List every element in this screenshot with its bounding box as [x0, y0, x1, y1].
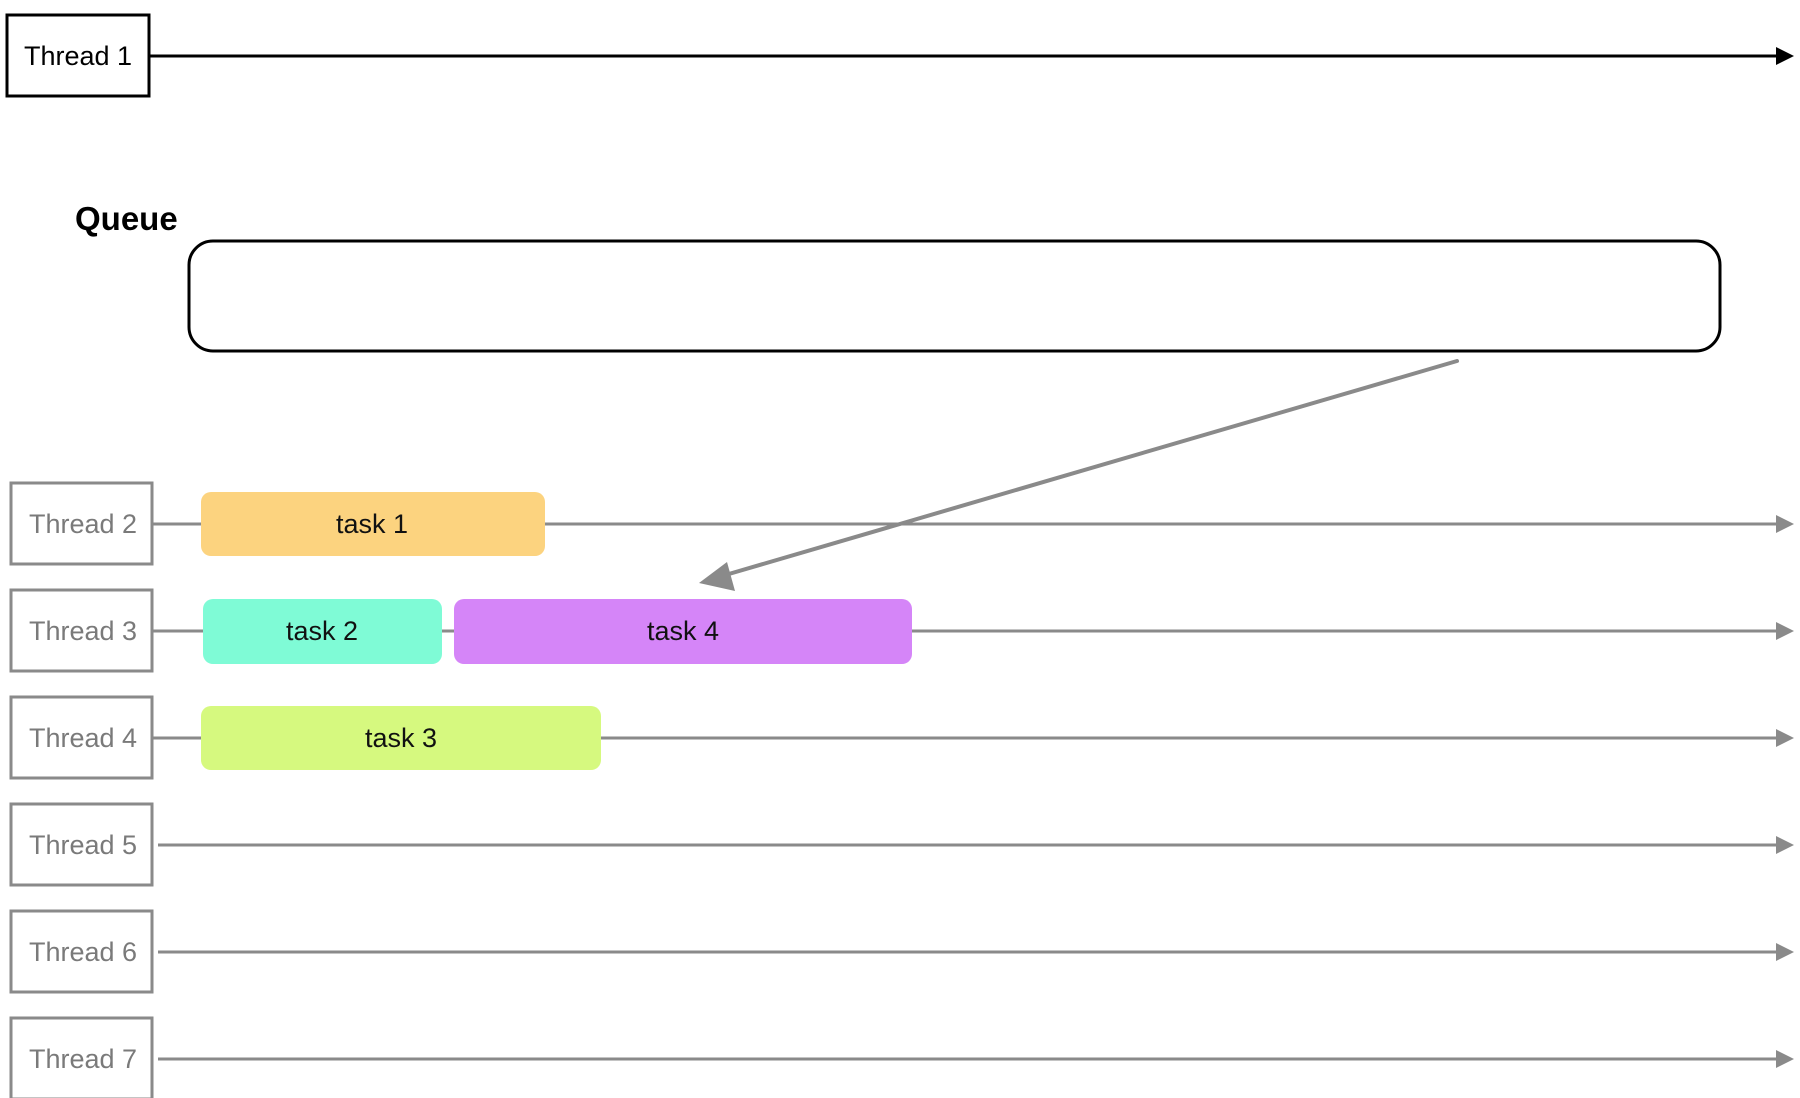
thread-2-row: Thread 2 task 1 [9, 481, 1794, 566]
thread-7-arrowhead [1776, 1050, 1794, 1068]
thread-5-arrowhead [1776, 836, 1794, 854]
thread-4-row: Thread 4 task 3 [9, 695, 1794, 780]
thread-3-row: Thread 3 task 2 task 4 [9, 588, 1794, 673]
thread-7-label: Thread 7 [29, 1044, 137, 1074]
task-4-label: task 4 [647, 616, 719, 646]
thread-1-label-box [5, 13, 151, 98]
thread-1-row: Thread 1 [5, 13, 1794, 98]
task-1-label: task 1 [336, 509, 408, 539]
task-3-label: task 3 [365, 723, 437, 753]
thread-3-label: Thread 3 [29, 616, 137, 646]
thread-6-row: Thread 6 [9, 909, 1794, 994]
task-1-block [201, 492, 545, 556]
thread-4-arrowhead [1776, 729, 1794, 747]
task-2-label: task 2 [286, 616, 358, 646]
thread-2-arrowhead [1776, 515, 1794, 533]
thread-4-label: Thread 4 [29, 723, 137, 753]
task-2-block [203, 599, 442, 664]
thread-7-row: Thread 7 [9, 1016, 1794, 1098]
thread-4-label-box [9, 695, 154, 780]
thread-5-row: Thread 5 [9, 802, 1794, 887]
queue: Queue [75, 200, 1722, 353]
thread-2-label-box [9, 481, 154, 566]
thread-6-label: Thread 6 [29, 937, 137, 967]
thread-5-label-box [9, 802, 154, 887]
thread-6-label-box [9, 909, 154, 994]
dequeue-arrow-line [720, 359, 1459, 578]
thread-3-label-box [9, 588, 154, 673]
thread-1-label: Thread 1 [24, 41, 132, 71]
queue-box [187, 239, 1722, 353]
thread-1-arrowhead [1776, 47, 1794, 65]
thread-3-arrowhead [1776, 622, 1794, 640]
task-4-block [454, 599, 912, 664]
thread-6-arrowhead [1776, 943, 1794, 961]
dequeue-arrowhead [699, 562, 735, 591]
thread-5-label: Thread 5 [29, 830, 137, 860]
task-3-block [201, 706, 601, 770]
dequeue-arrow [699, 359, 1459, 591]
thread-2-label: Thread 2 [29, 509, 137, 539]
queue-title: Queue [75, 200, 178, 237]
thread-7-label-box [9, 1016, 154, 1098]
